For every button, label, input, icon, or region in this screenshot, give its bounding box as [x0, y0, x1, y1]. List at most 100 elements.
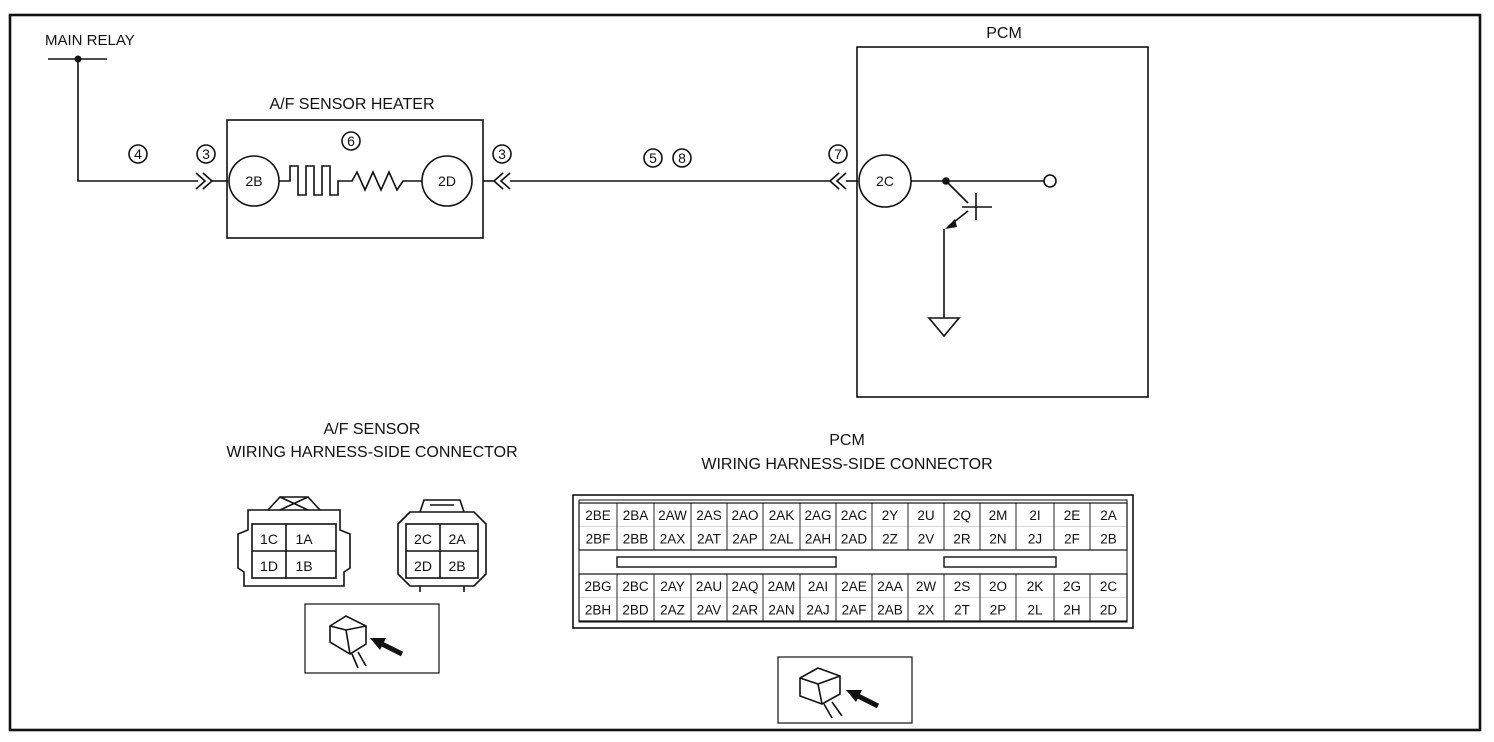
- pcm-pin-2f: 2F: [1064, 532, 1080, 547]
- pcm-pin-2ac: 2AC: [841, 508, 868, 523]
- connector-chevron-left: [195, 172, 214, 190]
- pcm-pin-2d: 2D: [1100, 603, 1118, 618]
- pcm-pin-2be: 2BE: [585, 508, 611, 523]
- pcm-connector-title-line1: PCM: [829, 432, 865, 449]
- pcm-key-slot-right: [943, 556, 1057, 568]
- svg-text:5: 5: [649, 150, 657, 166]
- pcm-connector-title-line2: WIRING HARNESS-SIDE CONNECTOR: [701, 456, 992, 473]
- pcm-pin-2ar: 2AR: [732, 603, 759, 618]
- pcm-key-slot-left: [616, 556, 837, 568]
- pcm-pin-2s: 2S: [954, 579, 971, 594]
- pcm-pin-2ax: 2AX: [660, 532, 686, 547]
- pcm-pin-2bc: 2BC: [622, 579, 649, 594]
- callout-heater: 6: [341, 131, 361, 151]
- diagram-frame: [8, 13, 1482, 732]
- pcm-pin-2z: 2Z: [882, 532, 898, 547]
- pcm-pin-2bf: 2BF: [586, 532, 611, 547]
- pcm-pin-2au: 2AU: [696, 579, 722, 594]
- af-sensor-heater-box: [226, 119, 484, 239]
- pcm-connector-outer: [572, 494, 1134, 629]
- callout-conn-right: 3: [492, 144, 512, 164]
- svg-text:3: 3: [498, 146, 506, 162]
- af-sensor-heater-title: A/F SENSOR HEATER: [269, 96, 434, 113]
- pcm-pin-2ba: 2BA: [623, 508, 649, 523]
- pcm-pin-2an: 2AN: [768, 603, 794, 618]
- af-right-pin-2d: 2D: [414, 558, 432, 574]
- pcm-pin-2bh: 2BH: [585, 603, 611, 618]
- pcm-box: [856, 46, 1149, 398]
- af-right-pin-2c: 2C: [414, 531, 432, 547]
- connector-chevron-right: [492, 172, 511, 190]
- pcm-pin-2c: 2C: [1100, 579, 1118, 594]
- connector-chevron-pcm: [828, 172, 847, 190]
- pcm-connector-view-indicator-icon: [777, 656, 913, 724]
- pcm-pin-2t: 2T: [954, 603, 970, 618]
- pcm-pin-2az: 2AZ: [660, 603, 685, 618]
- terminal-2d-label: 2D: [438, 173, 456, 189]
- pcm-pin-2m: 2M: [989, 508, 1008, 523]
- pcm-pin-2ag: 2AG: [804, 508, 831, 523]
- af-connector-right-shell: [397, 499, 487, 592]
- pcm-pin-2w: 2W: [916, 579, 937, 594]
- pcm-pin-2ae: 2AE: [841, 579, 867, 594]
- af-right-pin-2a: 2A: [448, 531, 466, 547]
- pcm-pin-2e: 2E: [1064, 508, 1081, 523]
- pcm-pin-2al: 2AL: [769, 532, 794, 547]
- pcm-pin-2j: 2J: [1028, 532, 1042, 547]
- wire-main-to-heater: [77, 59, 198, 182]
- af-connector-title-line2: WIRING HARNESS-SIDE CONNECTOR: [226, 444, 517, 461]
- svg-text:8: 8: [678, 150, 686, 166]
- callout-wire-pcm-a: 5: [643, 148, 663, 168]
- pcm-pin-2aj: 2AJ: [806, 603, 829, 618]
- callout-wire-main: 4: [128, 144, 148, 164]
- callout-wire-pcm-b: 8: [672, 148, 692, 168]
- pcm-pin-2a: 2A: [1100, 508, 1117, 523]
- pcm-pin-2bb: 2BB: [623, 532, 649, 547]
- svg-text:3: 3: [202, 146, 210, 162]
- pcm-pin-2y: 2Y: [882, 508, 899, 523]
- pcm-pin-2r: 2R: [953, 532, 971, 547]
- af-left-pin-1a: 1A: [295, 531, 313, 547]
- svg-text:6: 6: [347, 133, 355, 149]
- af-left-pin-1b: 1B: [295, 558, 312, 574]
- transistor-icon: [943, 180, 992, 318]
- pcm-pin-2bg: 2BG: [584, 579, 611, 594]
- af-left-pin-1d: 1D: [260, 558, 278, 574]
- af-connector-view-indicator-icon: [304, 603, 440, 674]
- pcm-pin-2af: 2AF: [842, 603, 867, 618]
- pcm-pin-2aw: 2AW: [658, 508, 687, 523]
- pcm-pin-2ad: 2AD: [841, 532, 868, 547]
- pcm-pin-2n: 2N: [989, 532, 1006, 547]
- pcm-output-terminal-icon: [1043, 174, 1057, 188]
- pcm-connector-inner: [578, 499, 1128, 623]
- pcm-pin-2k: 2K: [1027, 579, 1044, 594]
- pcm-pin-2l: 2L: [1027, 603, 1043, 618]
- pcm-pin-2v: 2V: [918, 532, 935, 547]
- pcm-pin-2g: 2G: [1063, 579, 1081, 594]
- pcm-pin-2at: 2AT: [697, 532, 721, 547]
- callout-conn-left: 3: [196, 144, 216, 164]
- pcm-pin-2ai: 2AI: [808, 579, 828, 594]
- pcm-pin-2u: 2U: [917, 508, 934, 523]
- pcm-pin-2ab: 2AB: [877, 603, 903, 618]
- pcm-pin-2aq: 2AQ: [731, 579, 758, 594]
- af-connector-left-shell: [237, 496, 351, 587]
- pcm-pin-2as: 2AS: [696, 508, 722, 523]
- pcm-title: PCM: [986, 25, 1022, 42]
- pcm-pin-2q: 2Q: [953, 508, 971, 523]
- ground-icon: [927, 317, 961, 338]
- pcm-pin-2av: 2AV: [697, 603, 722, 618]
- pcm-pin-2i: 2I: [1029, 508, 1040, 523]
- af-right-pin-2b: 2B: [448, 558, 465, 574]
- pcm-pin-2aa: 2AA: [877, 579, 903, 594]
- pcm-pin-2ah: 2AH: [805, 532, 831, 547]
- af-left-pin-1c: 1C: [260, 531, 278, 547]
- pcm-grid-block-frame: [578, 573, 1128, 622]
- pcm-pin-2ap: 2AP: [732, 532, 758, 547]
- pcm-pin-2am: 2AM: [768, 579, 796, 594]
- pcm-pin-2b: 2B: [1100, 532, 1117, 547]
- pcm-pin-2ay: 2AY: [660, 579, 685, 594]
- terminal-2c-label: 2C: [876, 173, 894, 189]
